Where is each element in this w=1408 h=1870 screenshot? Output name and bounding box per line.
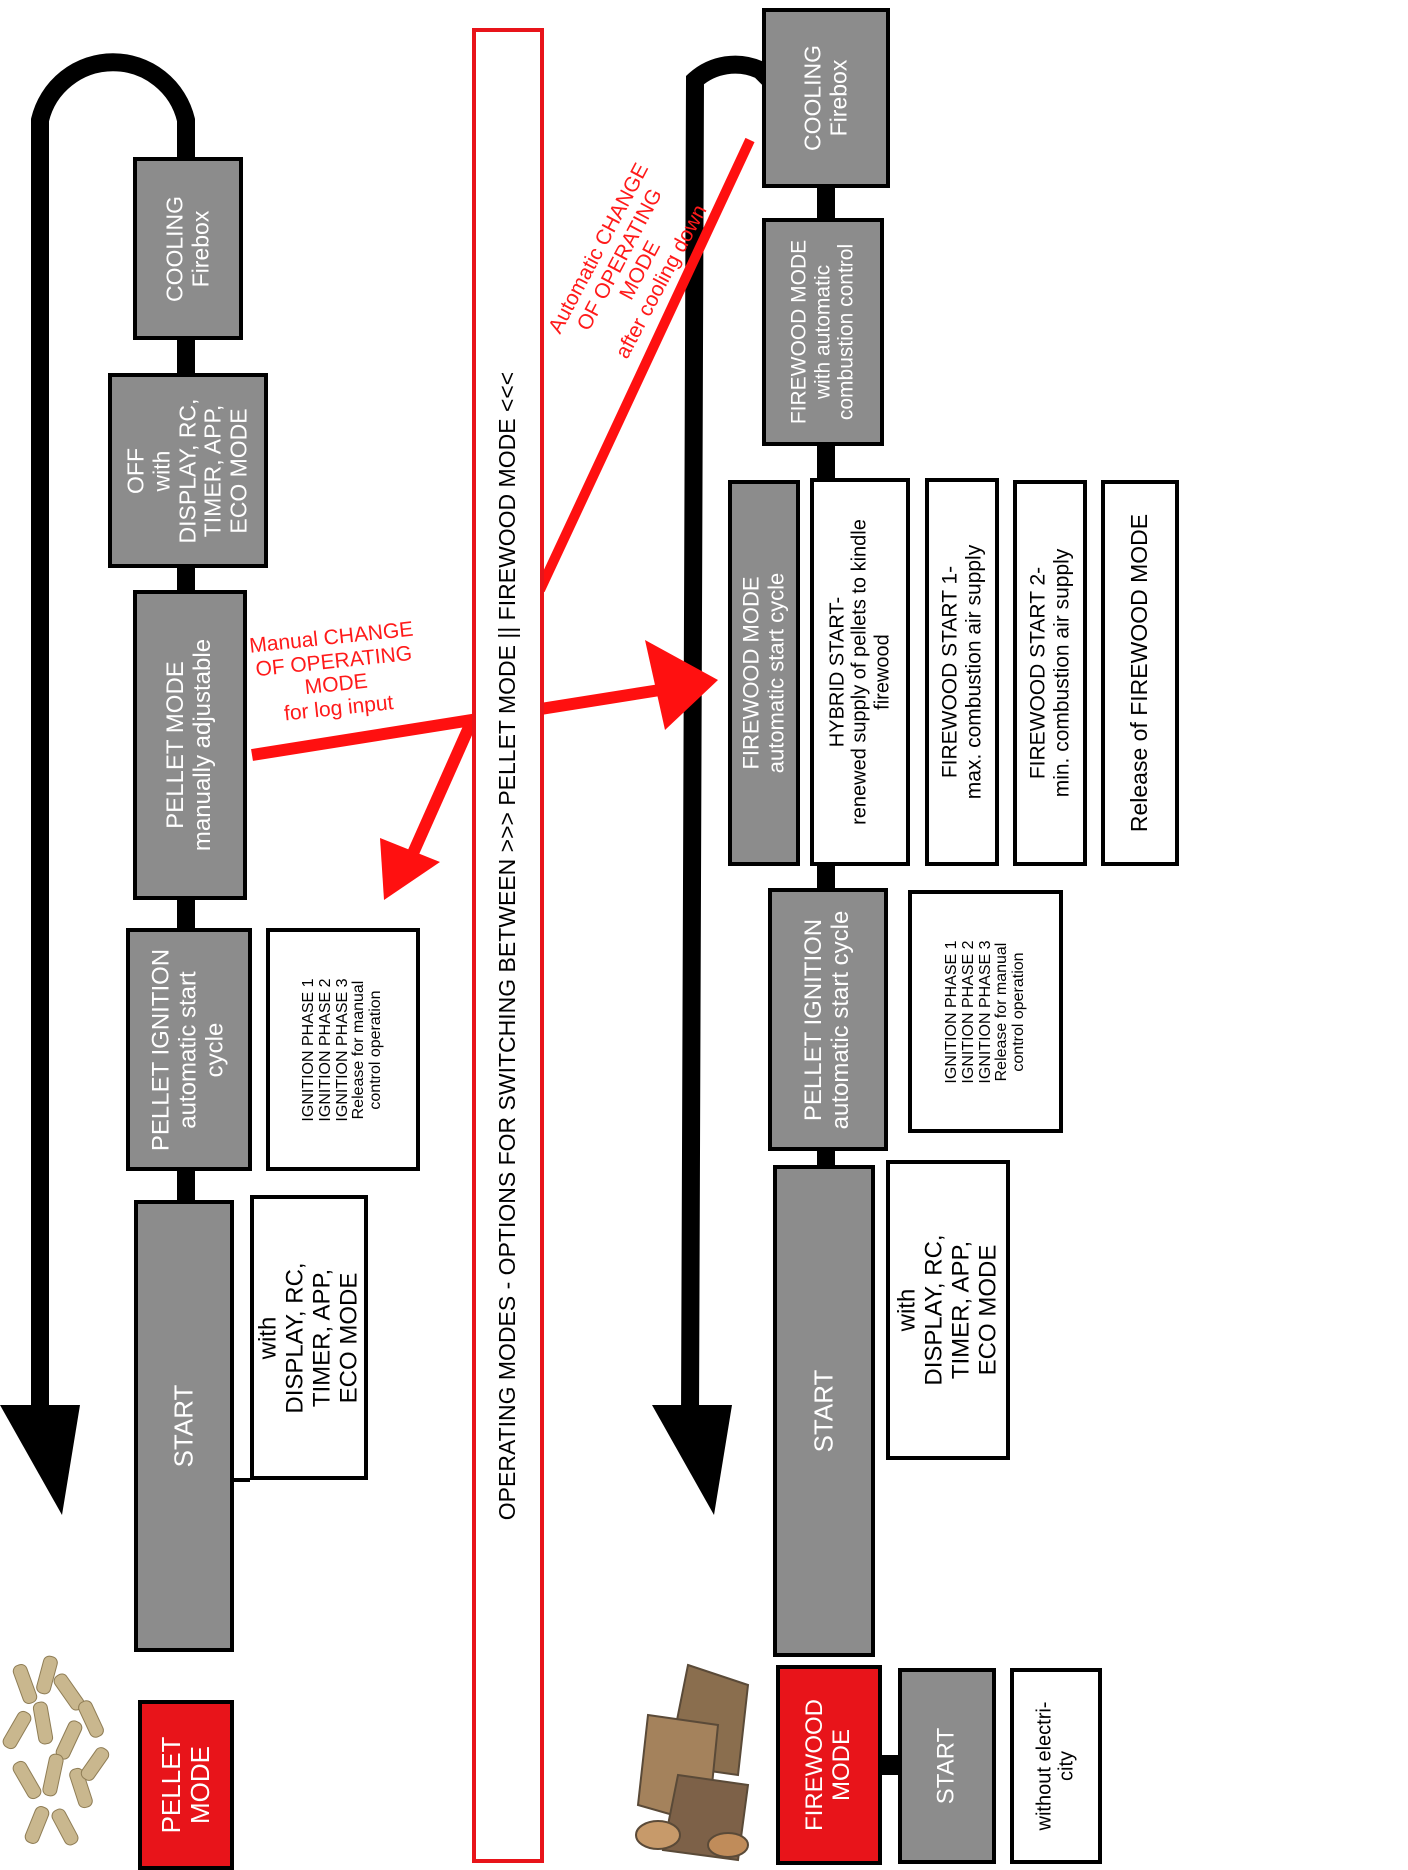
firewood-logs-image	[635, 1663, 750, 1862]
firewood-start-cycle-box: FIREWOOD MODE automatic start cycle	[728, 480, 800, 866]
firewood-combustion-l1: FIREWOOD MODE	[787, 239, 811, 425]
firewood-combustion-l2: with automatic	[811, 264, 835, 400]
firewood-loop-arrowhead	[652, 1405, 732, 1515]
firewood-start-2-box: FIREWOOD START 2- min. combustion air su…	[1013, 480, 1087, 866]
release-firewood-label: Release of FIREWOOD MODE	[1126, 513, 1153, 833]
firewood-start-1-l2: max. combustion air supply	[962, 544, 985, 800]
pellet-loop-arrowhead	[0, 1405, 80, 1515]
hybrid-start-l2: renewed supply of pellets to kindle	[848, 519, 871, 825]
pellet-phase-2: IGNITION PHASE 2	[316, 977, 334, 1122]
pellet-ignition-box: PELLET IGNITION automatic start cycle	[126, 928, 252, 1171]
pellet-mode-line1: PELLET	[155, 1736, 186, 1834]
firewood-phase-3: IGNITION PHASE 3	[976, 939, 994, 1084]
firewood-cooling-box: COOLING Firebox	[762, 8, 890, 188]
firewood-combustion-box: FIREWOOD MODE with automatic combustion …	[762, 218, 884, 446]
firewood-start-no-power-note: without electri- city	[1010, 1668, 1102, 1864]
automatic-change-line	[535, 137, 755, 593]
manual-change-arrowhead-down	[380, 838, 440, 900]
firewood-start-cycle-l2: automatic start cycle	[763, 572, 788, 774]
firewood-start-note-l2: DISPLAY, RC,	[920, 1234, 948, 1386]
firewood-phase-2: IGNITION PHASE 2	[959, 939, 977, 1084]
pellet-ignition-phases: IGNITION PHASE 1 IGNITION PHASE 2 IGNITI…	[266, 928, 420, 1171]
firewood-start-note: with DISPLAY, RC, TIMER, APP, ECO MODE	[886, 1160, 1010, 1460]
pellet-off-l5: ECO MODE	[225, 407, 252, 534]
firewood-cooling-l1: COOLING	[799, 44, 826, 152]
pellet-cooling-box: COOLING Firebox	[133, 157, 243, 340]
release-firewood-box: Release of FIREWOOD MODE	[1101, 480, 1179, 866]
manual-change-l4: for log input	[282, 690, 395, 725]
pellets-image	[2, 1655, 110, 1846]
pellet-off-l1: OFF	[122, 447, 149, 494]
pellet-phase-3: IGNITION PHASE 3	[333, 977, 351, 1122]
firewood-phase-1: IGNITION PHASE 1	[942, 939, 960, 1084]
pellet-ignition-l3: cycle	[201, 1022, 229, 1077]
automatic-change-label: Automatic CHANGE OF OPERATING MODE after…	[510, 150, 750, 380]
firewood-start-label: START	[808, 1369, 839, 1453]
pellet-cooling-l1: COOLING	[161, 195, 188, 302]
hybrid-start-l3: firewood	[871, 634, 894, 710]
firewood-mode-l2: MODE	[828, 1729, 855, 1801]
firewood-start2-label: START	[932, 1727, 960, 1805]
pellet-mode-line2: MODE	[185, 1746, 215, 1825]
firewood-start-2-l2: min. combustion air supply	[1050, 548, 1073, 798]
firewood-start-box: START	[773, 1165, 875, 1657]
pellet-start-note-l4: ECO MODE	[334, 1272, 362, 1403]
pellet-off-box: OFF with DISPLAY, RC, TIMER, APP, ECO MO…	[108, 373, 268, 568]
pellet-loop-arrow	[31, 53, 195, 1420]
firewood-start-cycle-l1: FIREWOOD MODE	[738, 576, 764, 770]
firewood-ignition-phases: IGNITION PHASE 1 IGNITION PHASE 2 IGNITI…	[908, 890, 1063, 1133]
firewood-start-2-l1: FIREWOOD START 2-	[1026, 566, 1050, 780]
central-banner-text: OPERATING MODES - OPTIONS FOR SWITCHING …	[494, 371, 521, 1520]
firewood-start-note-l4: ECO MODE	[973, 1244, 1001, 1376]
firewood-mode-l1: FIREWOOD	[801, 1699, 829, 1831]
firewood-phase-release-1: Release for manual	[992, 942, 1010, 1081]
pellet-off-l4: TIMER, APP,	[199, 404, 226, 537]
firewood-mode-box: FIREWOOD MODE	[776, 1665, 882, 1865]
firewood-start-no-power-box: START	[898, 1668, 996, 1864]
pellet-ignition-l1: PELLET IGNITION	[147, 948, 175, 1151]
manual-change-arrowhead-right	[645, 640, 718, 730]
pellet-off-l2: with	[148, 450, 175, 491]
firewood-combustion-l3: combustion control	[834, 243, 858, 421]
manual-change-label: Manual CHANGE OF OPERATING MODE for log …	[205, 595, 465, 750]
pellet-off-l3: DISPLAY, RC,	[174, 398, 201, 543]
firewood-start2-note-l2: city	[1056, 1751, 1078, 1781]
pellet-start-note-l1: with	[254, 1316, 282, 1359]
pellet-start-box: START	[134, 1200, 234, 1652]
pellet-start-label: START	[168, 1384, 199, 1468]
pellet-manual-l1: PELLET MODE	[162, 661, 190, 829]
pellet-phase-release-2: control operation	[367, 989, 385, 1110]
central-banner: OPERATING MODES - OPTIONS FOR SWITCHING …	[472, 28, 544, 1863]
pellet-cooling-l2: Firebox	[187, 210, 213, 287]
firewood-cooling-l2: Firebox	[825, 59, 851, 137]
firewood-start-1-l1: FIREWOOD START 1-	[938, 565, 962, 779]
pellet-start-note-l2: DISPLAY, RC,	[281, 1261, 309, 1414]
pellet-mode-box: PELLET MODE	[138, 1700, 234, 1870]
hybrid-start-l1: HYBRID START-	[826, 596, 849, 748]
firewood-start-1-box: FIREWOOD START 1- max. combustion air su…	[925, 478, 999, 866]
pellet-start-note: with DISPLAY, RC, TIMER, APP, ECO MODE	[250, 1195, 368, 1480]
hybrid-start-box: HYBRID START- renewed supply of pellets …	[810, 478, 910, 866]
firewood-ignition-l2: automatic start cycle	[827, 910, 854, 1129]
firewood-start-note-l1: with	[893, 1288, 921, 1332]
manual-change-down-line	[404, 722, 476, 863]
pellet-ignition-l2: automatic start	[174, 970, 202, 1129]
manual-change-line	[251, 684, 661, 761]
pellet-manual-mode-box: PELLET MODE manually adjustable	[133, 590, 247, 900]
firewood-phase-release-2: control operation	[1009, 951, 1027, 1072]
pellet-phase-1: IGNITION PHASE 1	[300, 977, 318, 1122]
firewood-start2-note-l1: without electri-	[1033, 1701, 1056, 1831]
firewood-start-note-l3: TIMER, APP,	[947, 1240, 974, 1380]
firewood-ignition-l1: PELLET IGNITION	[800, 918, 828, 1121]
pellet-phase-release-1: Release for manual	[350, 980, 368, 1119]
firewood-ignition-box: PELLET IGNITION automatic start cycle	[768, 888, 888, 1151]
firewood-loop-arrow	[681, 55, 777, 1421]
pellet-start-note-l3: TIMER, APP,	[308, 1268, 335, 1407]
